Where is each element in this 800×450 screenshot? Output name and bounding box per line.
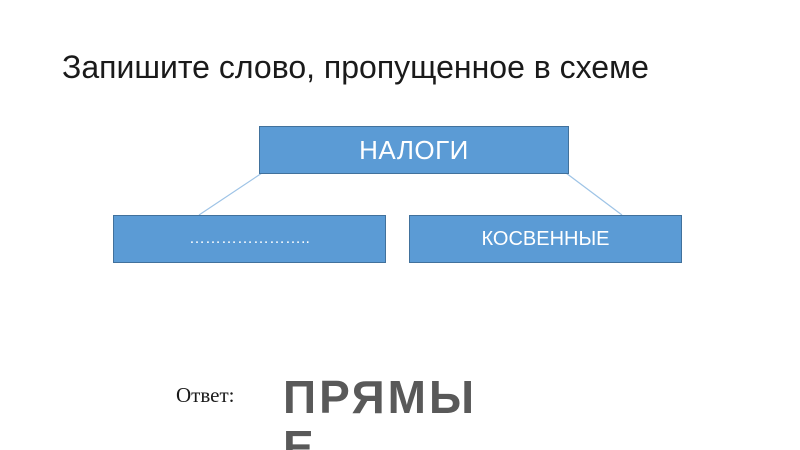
- diagram-node-missing-label: …………………..: [189, 230, 310, 247]
- diagram-node-indirect-label: КОСВЕННЫЕ: [481, 227, 610, 250]
- answer-value: ПРЯМЫЕ: [283, 371, 478, 450]
- diagram-node-root-label: НАЛОГИ: [359, 134, 469, 165]
- diagram-node-missing: …………………..: [113, 215, 386, 263]
- diagram-node-root: НАЛОГИ: [259, 126, 569, 174]
- slide-title: Запишите слово, пропущенное в схеме: [62, 49, 649, 85]
- connector-right: [565, 172, 623, 216]
- answer-label: Ответ:: [176, 383, 235, 407]
- connector-left: [198, 172, 263, 216]
- diagram-node-indirect: КОСВЕННЫЕ: [409, 215, 682, 263]
